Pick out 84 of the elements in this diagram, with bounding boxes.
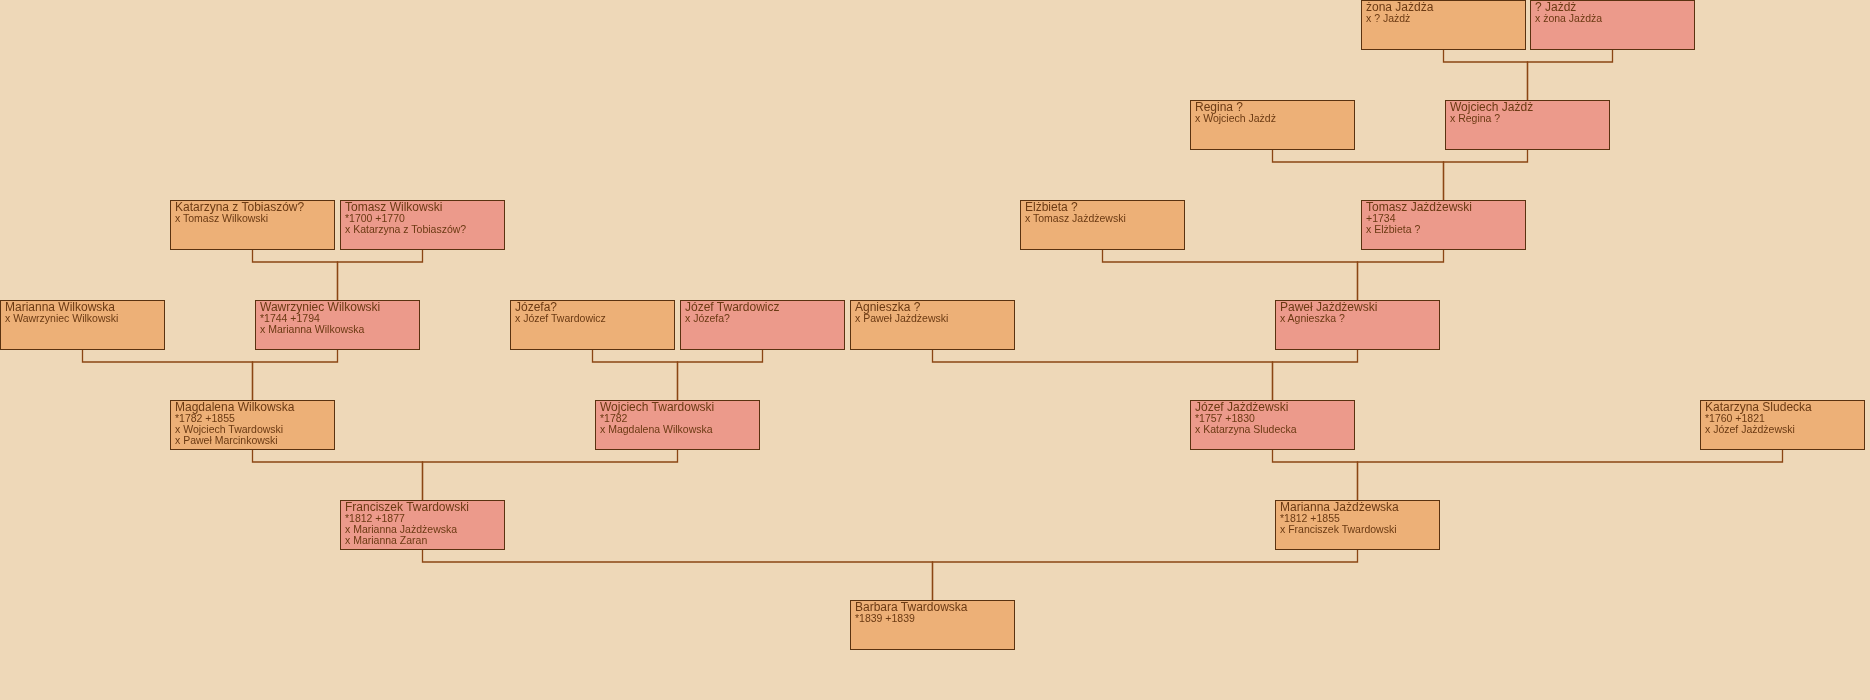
person-box <box>1275 500 1440 550</box>
person-name: żona Jażdża <box>1366 2 1434 13</box>
person-detail: x Józefa? <box>685 313 730 324</box>
person-name: Barbara Twardowska <box>855 602 968 613</box>
person-detail: x Józef Twardowicz <box>515 313 606 324</box>
person-box <box>595 400 760 450</box>
person-detail: x Regina ? <box>1450 113 1501 124</box>
person-box <box>1190 100 1355 150</box>
person-name: Wojciech Jażdż <box>1450 102 1534 113</box>
person-box <box>340 500 505 550</box>
person-detail: x Tomasz Wilkowski <box>175 213 269 224</box>
person-detail: x Tomasz Jażdżewski <box>1025 213 1126 224</box>
person-detail: x Wojciech Twardowski <box>175 424 284 435</box>
person-detail: *1812 +1855 <box>1280 513 1340 524</box>
person-detail: *1812 +1877 <box>345 513 405 524</box>
person-detail: x Wawrzyniec Wilkowski <box>5 313 119 324</box>
person-name: Elżbieta ? <box>1025 202 1078 213</box>
person-name: Tomasz Wilkowski <box>345 202 443 213</box>
person-detail: x Wojciech Jażdż <box>1195 113 1276 124</box>
connector-line <box>1442 149 1529 201</box>
person-name: Paweł Jażdżewski <box>1280 302 1378 313</box>
person-detail: x Franciszek Twardowski <box>1280 524 1397 535</box>
person-box <box>0 300 165 350</box>
person-box <box>510 300 675 350</box>
person-detail: *1757 +1830 <box>1195 413 1255 424</box>
person-detail: x Józef Jażdżewski <box>1705 424 1795 435</box>
person-detail: x Marianna Jażdżewska <box>345 524 458 535</box>
person-box <box>1445 100 1610 150</box>
person-name: Franciszek Twardowski <box>345 502 469 513</box>
connector-line <box>336 249 424 301</box>
person-box <box>1361 0 1526 50</box>
person-box <box>170 200 335 250</box>
person-name: Wawrzyniec Wilkowski <box>260 302 381 313</box>
person-box <box>1530 0 1695 50</box>
connector-line <box>931 549 1359 601</box>
person-detail: x Marianna Zaran <box>345 535 428 546</box>
connector-line <box>421 449 679 501</box>
person-name: Józefa? <box>515 302 558 313</box>
person-box <box>1020 200 1185 250</box>
person-name: Katarzyna Sludecka <box>1705 402 1812 413</box>
person-detail: *1782 <box>600 413 628 424</box>
person-detail: x Marianna Wilkowska <box>260 324 365 335</box>
person-name: Józef Jażdżewski <box>1195 402 1289 413</box>
person-detail: *1700 +1770 <box>345 213 405 224</box>
person-detail: x ? Jażdż <box>1366 13 1411 24</box>
person-detail: x Agnieszka ? <box>1280 313 1345 324</box>
person-name: Józef Twardowicz <box>685 302 780 313</box>
person-box <box>1190 400 1355 450</box>
person-box <box>255 300 420 350</box>
person-box <box>1275 300 1440 350</box>
person-box <box>850 300 1015 350</box>
person-box <box>1361 200 1526 250</box>
person-box <box>1700 400 1865 450</box>
connector-line <box>1271 349 1359 401</box>
person-box <box>170 400 335 450</box>
person-detail: +1734 <box>1366 213 1396 224</box>
person-name: Marianna Jażdżewska <box>1280 502 1399 513</box>
person-name: ? Jażdż <box>1535 2 1577 13</box>
person-detail: *1760 +1821 <box>1705 413 1765 424</box>
person-name: Regina ? <box>1195 102 1244 113</box>
person-box <box>680 300 845 350</box>
person-detail: x Magdalena Wilkowska <box>600 424 713 435</box>
person-name: Magdalena Wilkowska <box>175 402 295 413</box>
connector-line <box>251 349 339 401</box>
person-name: Katarzyna z Tobiaszów? <box>175 202 305 213</box>
person-detail: x Katarzyna Sludecka <box>1195 424 1297 435</box>
person-name: Marianna Wilkowska <box>5 302 116 313</box>
person-name: Agnieszka ? <box>855 302 921 313</box>
person-name: Tomasz Jażdżewski <box>1366 202 1473 213</box>
person-detail: x Paweł Marcinkowski <box>175 435 278 446</box>
person-detail: *1782 +1855 <box>175 413 235 424</box>
person-detail: x Elżbieta ? <box>1366 224 1421 235</box>
person-name: Wojciech Twardowski <box>600 402 715 413</box>
person-box <box>850 600 1015 650</box>
person-detail: x Paweł Jażdżewski <box>855 313 949 324</box>
person-detail: *1744 +1794 <box>260 313 320 324</box>
person-box <box>340 200 505 250</box>
connector-line <box>1356 249 1445 301</box>
person-detail: x Katarzyna z Tobiaszów? <box>345 224 467 235</box>
connector-line <box>676 349 764 401</box>
person-detail: x żona Jażdża <box>1535 13 1603 24</box>
connector-line <box>1356 449 1784 501</box>
person-detail: *1839 +1839 <box>855 613 915 624</box>
connector-line <box>1526 49 1614 101</box>
